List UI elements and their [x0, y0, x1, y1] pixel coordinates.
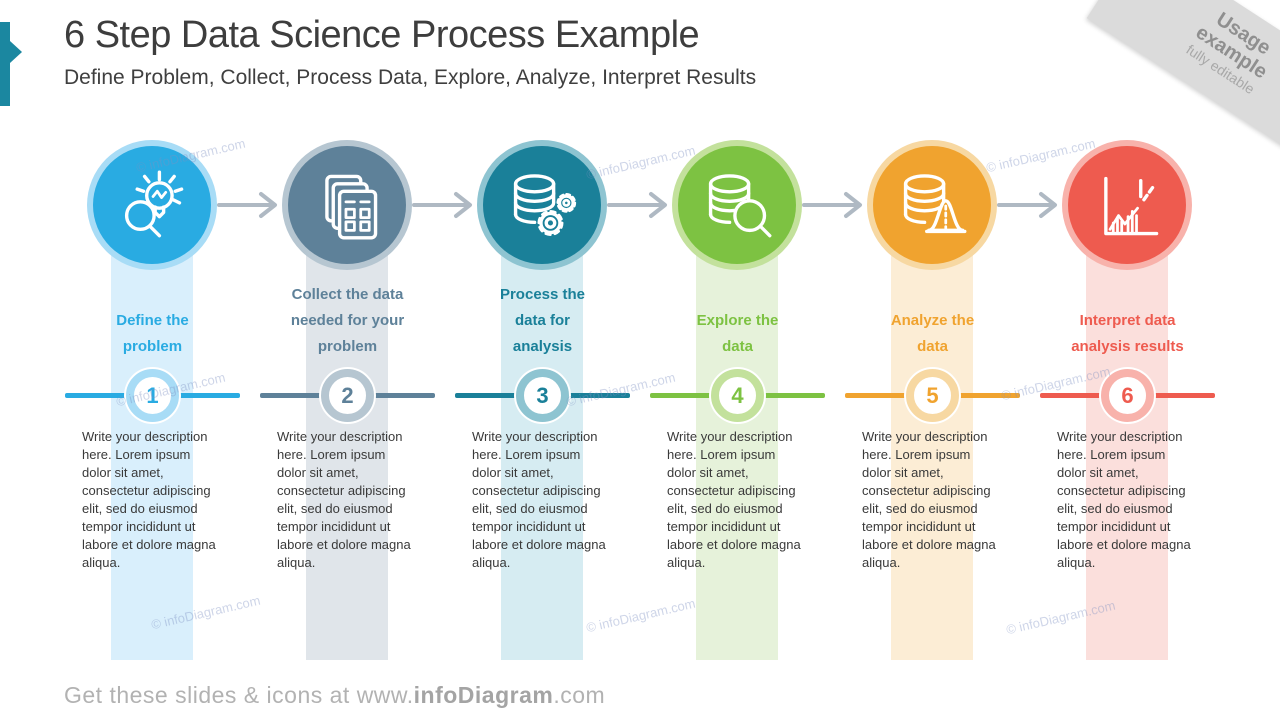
column-band [501, 250, 583, 660]
step-number: 1 [146, 382, 159, 408]
slide-subtitle: Define Problem, Collect, Process Data, E… [64, 66, 757, 89]
process-diagram: Define the problem 1 Write your descript… [0, 135, 1280, 665]
footer-text: Get these slides & icons at www.infoDiag… [64, 682, 605, 709]
chart-trend-icon [1104, 176, 1159, 236]
step-column-2: Collect the data needed for your problem… [217, 135, 445, 665]
step-title: Define the problem [116, 312, 189, 355]
column-band [306, 250, 388, 660]
step-title: Interpret data analysis results [1071, 312, 1184, 355]
database-gears-icon [513, 174, 577, 236]
column-band [696, 250, 778, 660]
step-title: Process the data for analysis [499, 286, 586, 355]
footer-prefix: Get these slides & icons at www. [64, 682, 414, 708]
column-band [891, 250, 973, 660]
arrow-icon [997, 188, 1063, 222]
column-band [111, 250, 193, 660]
step-circle [678, 146, 796, 264]
step-column-3: Process the data for analysis 3 Write yo… [412, 135, 640, 665]
step-column-5: Analyze the data 5 Write your descriptio… [802, 135, 1030, 665]
documents-calculator-icon [325, 174, 378, 240]
accent-chevron-icon [10, 41, 22, 63]
step-number: 6 [1121, 382, 1134, 408]
step-number-badge: 5 [906, 369, 959, 422]
footer-suffix: .com [553, 682, 606, 708]
step-number: 4 [731, 382, 744, 408]
step-description: Write your description here. Lorem ipsum… [82, 429, 216, 570]
step-number-badge: 4 [711, 369, 764, 422]
footer-brand: infoDiagram [413, 682, 554, 708]
accent-bar [0, 22, 10, 106]
database-distribution-icon [903, 174, 967, 234]
step-number-badge: 6 [1101, 369, 1154, 422]
step-circle [873, 146, 991, 264]
step-number: 3 [536, 382, 549, 408]
column-band [1086, 250, 1168, 660]
step-circle [483, 146, 601, 264]
step-description: Write your description here. Lorem ipsum… [862, 429, 996, 570]
arrow-icon [22, 188, 88, 222]
step-description: Write your description here. Lorem ipsum… [1057, 429, 1191, 570]
arrow-icon [607, 188, 673, 222]
step-column-6: Interpret data analysis results 6 Write … [997, 135, 1225, 665]
step-number: 2 [341, 382, 354, 408]
slide-title: 6 Step Data Science Process Example [64, 14, 700, 56]
step-description: Write your description here. Lorem ipsum… [667, 429, 801, 570]
step-column-1: Define the problem 1 Write your descript… [55, 135, 250, 665]
step-circle [288, 146, 406, 264]
step-description: Write your description here. Lorem ipsum… [277, 429, 411, 570]
step-number: 5 [926, 382, 939, 408]
arrow-icon [802, 188, 868, 222]
step-column-4: Explore the data 4 Write your descriptio… [607, 135, 835, 665]
step-circle [1068, 146, 1186, 264]
step-title: Analyze the data [890, 312, 975, 355]
arrow-icon [412, 188, 478, 222]
step-number-badge: 3 [516, 369, 569, 422]
arrow-icon [217, 188, 283, 222]
step-circle [93, 146, 211, 264]
idea-search-icon [124, 170, 184, 238]
step-title: Explore the data [696, 312, 779, 355]
step-number-badge: 2 [321, 369, 374, 422]
step-description: Write your description here. Lorem ipsum… [472, 429, 606, 570]
step-number-badge: 1 [126, 369, 179, 422]
database-search-icon [708, 174, 772, 238]
step-title: Collect the data needed for your problem [290, 286, 405, 355]
